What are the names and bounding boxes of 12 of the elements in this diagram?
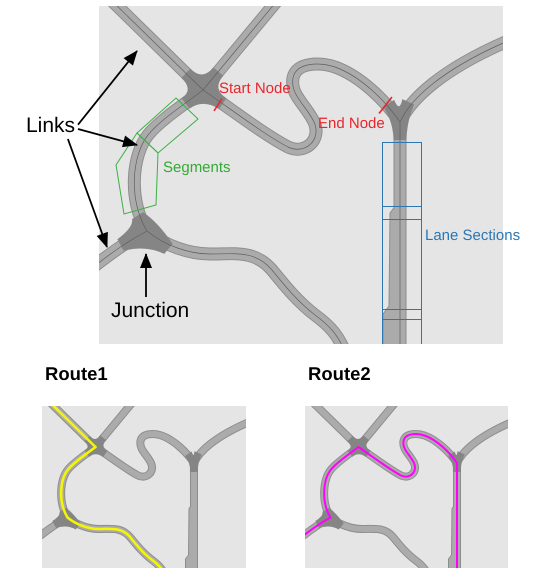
- leader-arrow: [140, 253, 152, 297]
- annotation-label: Lane Sections: [425, 228, 520, 243]
- leader-arrow: [67, 138, 108, 248]
- annotation-label: Start Node: [219, 81, 291, 96]
- panel-heading: Route2: [308, 365, 371, 384]
- leader-arrow: [78, 128, 138, 148]
- annotation-label: Segments: [163, 160, 231, 175]
- callout-label: Junction: [108, 297, 192, 324]
- leader-arrow: [77, 50, 138, 126]
- panel-heading: Route1: [45, 365, 108, 384]
- annotation-label: End Node: [318, 116, 385, 130]
- callout-label: Links: [23, 112, 78, 139]
